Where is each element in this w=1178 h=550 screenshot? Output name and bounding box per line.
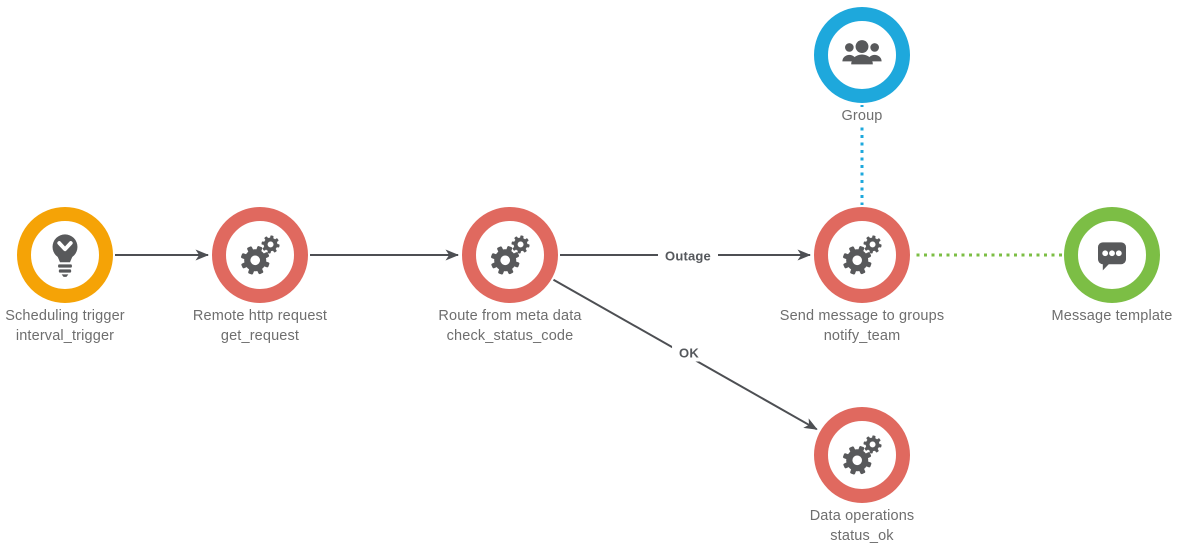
gears-icon	[487, 232, 533, 278]
node-title: Message template	[1048, 307, 1176, 327]
node-ring[interactable]	[814, 207, 910, 303]
node-subtitle: get_request	[217, 326, 303, 346]
node-ring[interactable]	[17, 207, 113, 303]
node-ring[interactable]	[814, 407, 910, 503]
node-subtitle: interval_trigger	[12, 326, 118, 346]
node-interval_trigger[interactable]	[17, 207, 113, 303]
node-get_request[interactable]	[212, 207, 308, 303]
node-status_ok[interactable]	[814, 407, 910, 503]
gears-icon	[839, 232, 885, 278]
node-ring[interactable]	[212, 207, 308, 303]
node-title: Route from meta data	[435, 307, 585, 327]
group-icon	[840, 33, 884, 77]
gears-icon	[237, 232, 283, 278]
node-title: Remote http request	[189, 307, 331, 327]
node-title: Data operations	[806, 507, 918, 527]
node-label: Message template	[1048, 307, 1176, 327]
node-group[interactable]	[814, 7, 910, 103]
node-ring[interactable]	[814, 7, 910, 103]
node-title: Scheduling trigger	[2, 307, 128, 327]
node-check_status_code[interactable]	[462, 207, 558, 303]
node-ring[interactable]	[462, 207, 558, 303]
node-title: Group	[838, 107, 886, 127]
lightbulb-check-icon	[42, 232, 88, 278]
node-ring[interactable]	[1064, 207, 1160, 303]
chat-bubble-icon	[1091, 234, 1133, 276]
edge-label: Outage	[658, 247, 718, 265]
node-subtitle: notify_team	[820, 326, 904, 346]
gears-icon	[839, 432, 885, 478]
edge-label: OK	[672, 344, 706, 362]
node-subtitle: status_ok	[827, 526, 897, 546]
node-label: Group	[838, 107, 886, 127]
node-title: Send message to groups	[776, 307, 948, 327]
node-notify_team[interactable]	[814, 207, 910, 303]
node-message_template[interactable]	[1064, 207, 1160, 303]
node-subtitle: check_status_code	[443, 326, 577, 346]
